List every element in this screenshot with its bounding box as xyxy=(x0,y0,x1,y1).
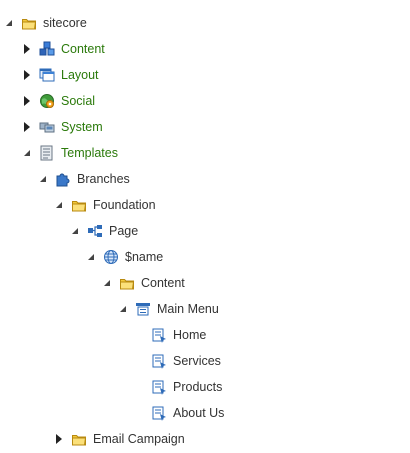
tree-node-home[interactable]: Home xyxy=(134,325,207,345)
tree-node-email-campaign[interactable]: Email Campaign xyxy=(54,429,186,449)
expanded-arrow-icon[interactable] xyxy=(70,225,80,237)
tree-node-main-menu[interactable]: Main Menu xyxy=(118,299,220,319)
menu-list-icon xyxy=(135,301,151,317)
branch-structure-icon xyxy=(87,223,103,239)
menu-item-icon xyxy=(151,327,167,343)
tree-node-label[interactable]: Layout xyxy=(61,68,99,82)
tree-node-label[interactable]: System xyxy=(61,120,103,134)
menu-item-icon xyxy=(151,405,167,421)
tree-node-social[interactable]: Social xyxy=(22,91,96,111)
expanded-arrow-icon[interactable] xyxy=(22,147,32,159)
tree-node-label[interactable]: Services xyxy=(173,354,221,368)
tree-node-layout[interactable]: Layout xyxy=(22,65,100,85)
tree-node-content[interactable]: Content xyxy=(22,39,106,59)
tree-node-label[interactable]: Page xyxy=(109,224,139,238)
tree-node-label[interactable]: $name xyxy=(125,250,164,264)
social-globe-icon xyxy=(39,93,55,109)
tree-node-label[interactable]: Foundation xyxy=(93,198,156,212)
tree-node-label[interactable]: Templates xyxy=(61,146,118,160)
collapsed-arrow-icon[interactable] xyxy=(22,95,32,107)
folder-icon xyxy=(119,275,135,291)
globe-item-icon xyxy=(103,249,119,265)
folder-icon xyxy=(71,431,87,447)
tree-node-label[interactable]: Content xyxy=(61,42,105,56)
menu-item-icon xyxy=(151,379,167,395)
expanded-arrow-icon[interactable] xyxy=(4,17,14,29)
tree-node-label[interactable]: Products xyxy=(173,380,223,394)
tree-node-sitecore[interactable]: sitecore xyxy=(4,13,88,33)
tree-node-label[interactable]: Branches xyxy=(77,172,130,186)
collapsed-arrow-icon[interactable] xyxy=(54,433,64,445)
tree-node-services[interactable]: Services xyxy=(134,351,222,371)
tree-node-system[interactable]: System xyxy=(22,117,104,137)
expanded-arrow-icon[interactable] xyxy=(102,277,112,289)
tree-node-page[interactable]: Page xyxy=(70,221,139,241)
tree-node-about-us[interactable]: About Us xyxy=(134,403,225,423)
branches-puzzle-icon xyxy=(55,171,71,187)
tree-node-label[interactable]: Main Menu xyxy=(157,302,219,316)
tree-node-templates[interactable]: Templates xyxy=(22,143,119,163)
tree-node-label[interactable]: Home xyxy=(173,328,207,342)
expanded-arrow-icon[interactable] xyxy=(118,303,128,315)
tree-node-branches[interactable]: Branches xyxy=(38,169,131,189)
collapsed-arrow-icon[interactable] xyxy=(22,69,32,81)
expanded-arrow-icon[interactable] xyxy=(54,199,64,211)
layout-windows-icon xyxy=(39,67,55,83)
collapsed-arrow-icon[interactable] xyxy=(22,43,32,55)
tree-node-label[interactable]: Content xyxy=(141,276,185,290)
menu-item-icon xyxy=(151,353,167,369)
content-cubes-icon xyxy=(39,41,55,57)
tree-node-foundation[interactable]: Foundation xyxy=(54,195,157,215)
expanded-arrow-icon[interactable] xyxy=(38,173,48,185)
tree-node-label[interactable]: About Us xyxy=(173,406,225,420)
tree-node-products[interactable]: Products xyxy=(134,377,223,397)
templates-document-icon xyxy=(39,145,55,161)
tree-node-label[interactable]: Email Campaign xyxy=(93,432,185,446)
tree-node-label[interactable]: Social xyxy=(61,94,96,108)
tree-node-label[interactable]: sitecore xyxy=(43,16,87,30)
folder-icon xyxy=(71,197,87,213)
system-computers-icon xyxy=(39,119,55,135)
folder-icon xyxy=(21,15,37,31)
collapsed-arrow-icon[interactable] xyxy=(22,121,32,133)
expanded-arrow-icon[interactable] xyxy=(86,251,96,263)
tree-node-name[interactable]: $name xyxy=(86,247,164,267)
tree-node-content-folder[interactable]: Content xyxy=(102,273,186,293)
